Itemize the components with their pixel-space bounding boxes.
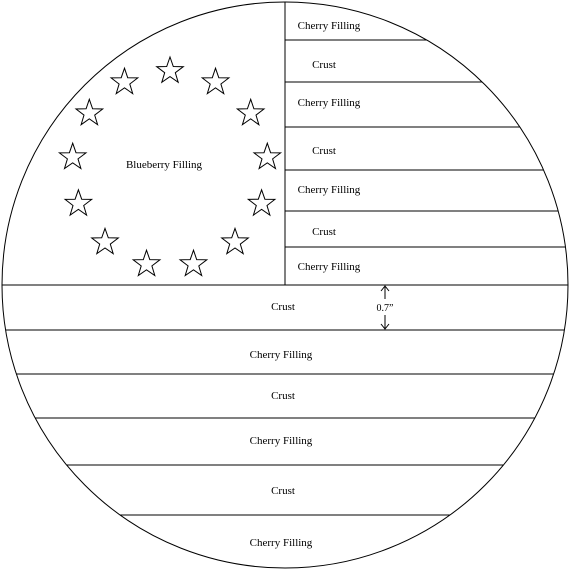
stripe-label: Cherry Filling	[298, 20, 361, 32]
stripe-label: Cherry Filling	[298, 261, 361, 273]
star-icon	[200, 66, 231, 95]
star-icon	[252, 141, 283, 170]
star-icon	[90, 226, 120, 255]
star-icon	[74, 97, 105, 126]
dimension-label: 0.7”	[377, 303, 394, 314]
star-icon	[155, 55, 185, 84]
stripe-label: Crust	[312, 145, 336, 157]
arrow-up-icon	[380, 285, 390, 292]
stripe-label: Crust	[312, 226, 336, 238]
star-icon	[131, 248, 162, 277]
stripe-label: Cherry Filling	[298, 97, 361, 109]
canton-label: Blueberry Filling	[126, 159, 203, 171]
star-icon	[57, 141, 88, 170]
arrow-down-icon	[380, 323, 390, 330]
stripe-label: Cherry Filling	[298, 184, 361, 196]
stripe-label: Crust	[271, 390, 295, 402]
stripe-label: Crust	[312, 59, 336, 71]
star-icon	[178, 248, 209, 277]
dimension-marker: 0.7”	[377, 285, 394, 330]
stripe-label: Cherry Filling	[250, 537, 313, 549]
star-icon	[235, 97, 266, 126]
star-icon	[63, 188, 94, 217]
star-icon	[109, 66, 140, 95]
stripe-label: Cherry Filling	[250, 349, 313, 361]
stripe-label: Crust	[271, 301, 295, 313]
stripe-label: Cherry Filling	[250, 435, 313, 447]
star-icon	[220, 226, 250, 255]
star-icon	[246, 188, 277, 217]
star-ring	[57, 55, 283, 277]
stripe-label: Crust	[271, 485, 295, 497]
